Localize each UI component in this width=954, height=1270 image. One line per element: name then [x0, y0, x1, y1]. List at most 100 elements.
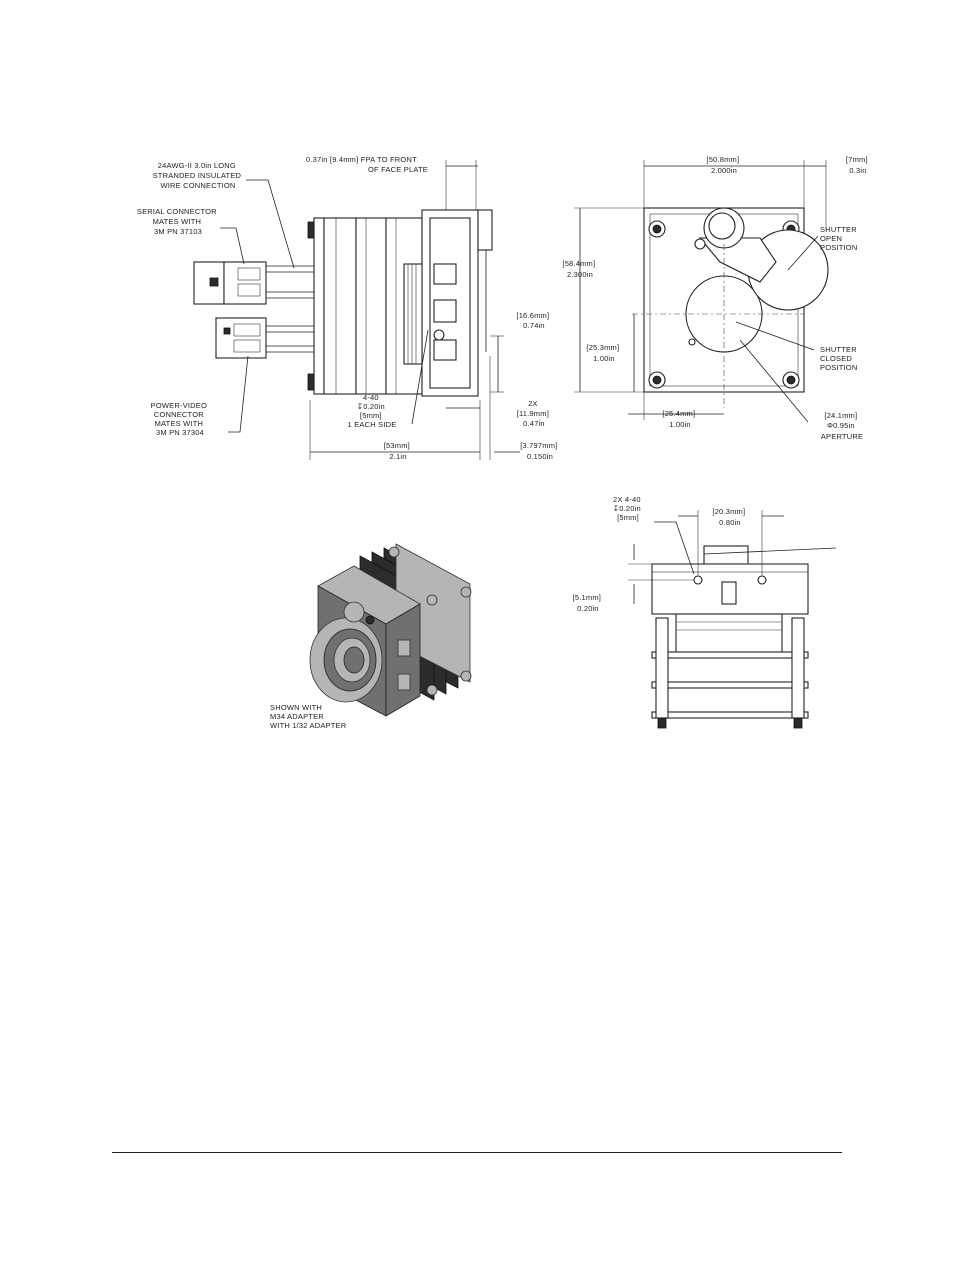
board-1	[651, 651, 809, 659]
shutter-closed-line-2: CLOSED	[820, 354, 852, 363]
wire-label-line-1: 24AWG-II 3.0in LONG	[158, 161, 236, 170]
housing-side	[385, 603, 421, 717]
shutter-tab	[477, 209, 493, 251]
hole-note-line-3: [5mm]	[360, 411, 382, 420]
wire-label-line-3: WIRE CONNECTION	[160, 181, 235, 190]
dim-3-797: [3.797mm] 0.150in	[520, 441, 560, 461]
dim-11-9-in: 0.47in	[523, 419, 545, 428]
bolt-bottom	[307, 373, 315, 391]
dim-25-4-mm: [25.4mm]	[662, 409, 695, 418]
dim-25-3: [25.3mm] 1.00in	[586, 343, 621, 363]
dim-3-797-mm: [3.797mm]	[520, 441, 557, 450]
shutter-arm	[698, 237, 777, 283]
shutter-open-line-3: POSITION	[820, 243, 857, 252]
iso-caption-line-1: SHOWN WITH	[270, 703, 322, 712]
dim-5-1-mm: [5.1mm]	[573, 593, 602, 602]
serial-label-line-1: SERIAL CONNECTOR	[137, 207, 217, 216]
dim-58-4: [58.4mm] 2.300in	[562, 259, 597, 279]
iso-caption-line-3: WITH 1/32 ADAPTER	[270, 721, 347, 730]
face-slot-3	[433, 339, 457, 361]
dim-25-3-in: 1.00in	[593, 354, 615, 363]
bottom-hole-line-1: 2X 4-40	[613, 495, 641, 504]
dim-16-6-in: 0.74in	[523, 321, 545, 330]
power-video-connector	[215, 317, 267, 359]
dim-25-4-in: 1.00in	[669, 420, 691, 429]
hole-left	[693, 575, 703, 585]
dim-53-mm: [53mm]	[384, 441, 410, 450]
shutter-closed-line-3: POSITION	[820, 363, 857, 372]
bolt-top	[307, 221, 315, 239]
aperture-mm: [24.1mm]	[824, 411, 857, 420]
hole-right	[757, 575, 767, 585]
shutter-closed-line-1: SHUTTER	[820, 345, 857, 354]
front-view	[574, 160, 829, 423]
bottom-view	[628, 510, 837, 729]
dim-11-9: 2X [11.9mm] 0.47in	[517, 399, 552, 428]
power-label-line-3: MATES WITH	[155, 419, 204, 428]
hole-note-line-1: 4-40	[363, 393, 379, 402]
bottom-hole-note: 2X 4-40 ↧0.20in [5mm]	[613, 495, 643, 522]
dim-11-9-mm: [11.9mm]	[517, 409, 549, 418]
bottom-hole-line-3: [5mm]	[617, 513, 639, 522]
shutter-open-line-2: OPEN	[820, 234, 842, 243]
fpa-line-1: 0.37in [9.4mm] FPA TO FRONT	[306, 155, 417, 164]
shutter-open-label: SHUTTER OPEN POSITION	[820, 225, 859, 252]
dim-7-in: 0.3in	[849, 166, 866, 175]
mount-hole	[433, 329, 445, 341]
dim-50-8-in: 2.000in	[711, 166, 737, 175]
dim-25-4: [25.4mm] 1.00in	[662, 409, 697, 429]
serial-connector-head	[223, 261, 267, 305]
dim-7: [7mm] 0.3in	[846, 155, 870, 175]
serial-connector-body	[193, 261, 225, 305]
wire-label-line-2: STRANDED INSULATED	[153, 171, 242, 180]
face-plate-bottom	[651, 563, 809, 615]
power-label-line-4: 3M PN 37304	[156, 428, 204, 437]
iso-caption-line-2: M34 ADAPTER	[270, 712, 324, 721]
dim-7-mm: [7mm]	[846, 155, 868, 164]
back-plate	[313, 217, 325, 395]
dim-53: [53mm] 2.1in	[384, 441, 413, 461]
dim-16-6-mm: [16.6mm]	[516, 311, 549, 320]
fpa-line-2: OF FACE PLATE	[368, 165, 428, 174]
dim-50-8-mm: [50.8mm]	[706, 155, 739, 164]
serial-label-line-2: MATES WITH	[153, 217, 202, 226]
hole-note-line-4: 1 EACH SIDE	[348, 420, 397, 429]
aperture-in: Φ0.95in	[827, 421, 855, 430]
board-stack-2	[355, 217, 387, 395]
dim-5-1-in: 0.20in	[577, 604, 599, 613]
shutter-open-line-1: SHUTTER	[820, 225, 857, 234]
shutter-pin	[694, 238, 706, 250]
face-slot-2	[433, 299, 457, 323]
side-view	[193, 160, 520, 460]
iso-caption: SHOWN WITH M34 ADAPTER WITH 1/32 ADAPTER	[270, 703, 347, 730]
sensor-block	[403, 263, 423, 365]
dim-25-3-mm: [25.3mm]	[586, 343, 619, 352]
aperture-text: APERTURE	[821, 432, 863, 441]
dim-50-8: [50.8mm] 2.000in	[706, 155, 741, 175]
power-video-connector-label: POWER-VIDEO CONNECTOR MATES WITH 3M PN 3…	[151, 401, 210, 437]
dim-11-9-qty: 2X	[528, 399, 538, 408]
footer-rule	[112, 1152, 842, 1153]
power-label-line-2: CONNECTOR	[154, 410, 204, 419]
serial-label-line-3: 3M PN 37103	[154, 227, 202, 236]
dim-16-6: [16.6mm] 0.74in	[516, 311, 551, 330]
board-stack-1	[323, 217, 357, 395]
board-2	[651, 681, 809, 689]
isometric-view	[309, 543, 472, 717]
shutter-closed-label: SHUTTER CLOSED POSITION	[820, 345, 859, 372]
dim-58-4-mm: [58.4mm]	[562, 259, 595, 268]
slot	[721, 581, 737, 605]
sensor-layer	[675, 613, 783, 655]
serial-connector-label: SERIAL CONNECTOR MATES WITH 3M PN 37103	[137, 207, 219, 236]
dim-20-3: [20.3mm] 0.80in	[712, 507, 747, 527]
hole-note-line-2: ↧0.20in	[357, 402, 385, 411]
power-label-line-1: POWER-VIDEO	[151, 401, 207, 410]
dim-53-in: 2.1in	[389, 452, 406, 461]
fpa-dimension: 0.37in [9.4mm] FPA TO FRONT OF FACE PLAT…	[306, 155, 428, 174]
shutter-housing-top	[703, 545, 749, 565]
dim-5-1: [5.1mm] 0.20in	[573, 593, 604, 613]
board-3	[651, 711, 809, 719]
aperture-label: [24.1mm] Φ0.95in APERTURE	[821, 411, 863, 441]
